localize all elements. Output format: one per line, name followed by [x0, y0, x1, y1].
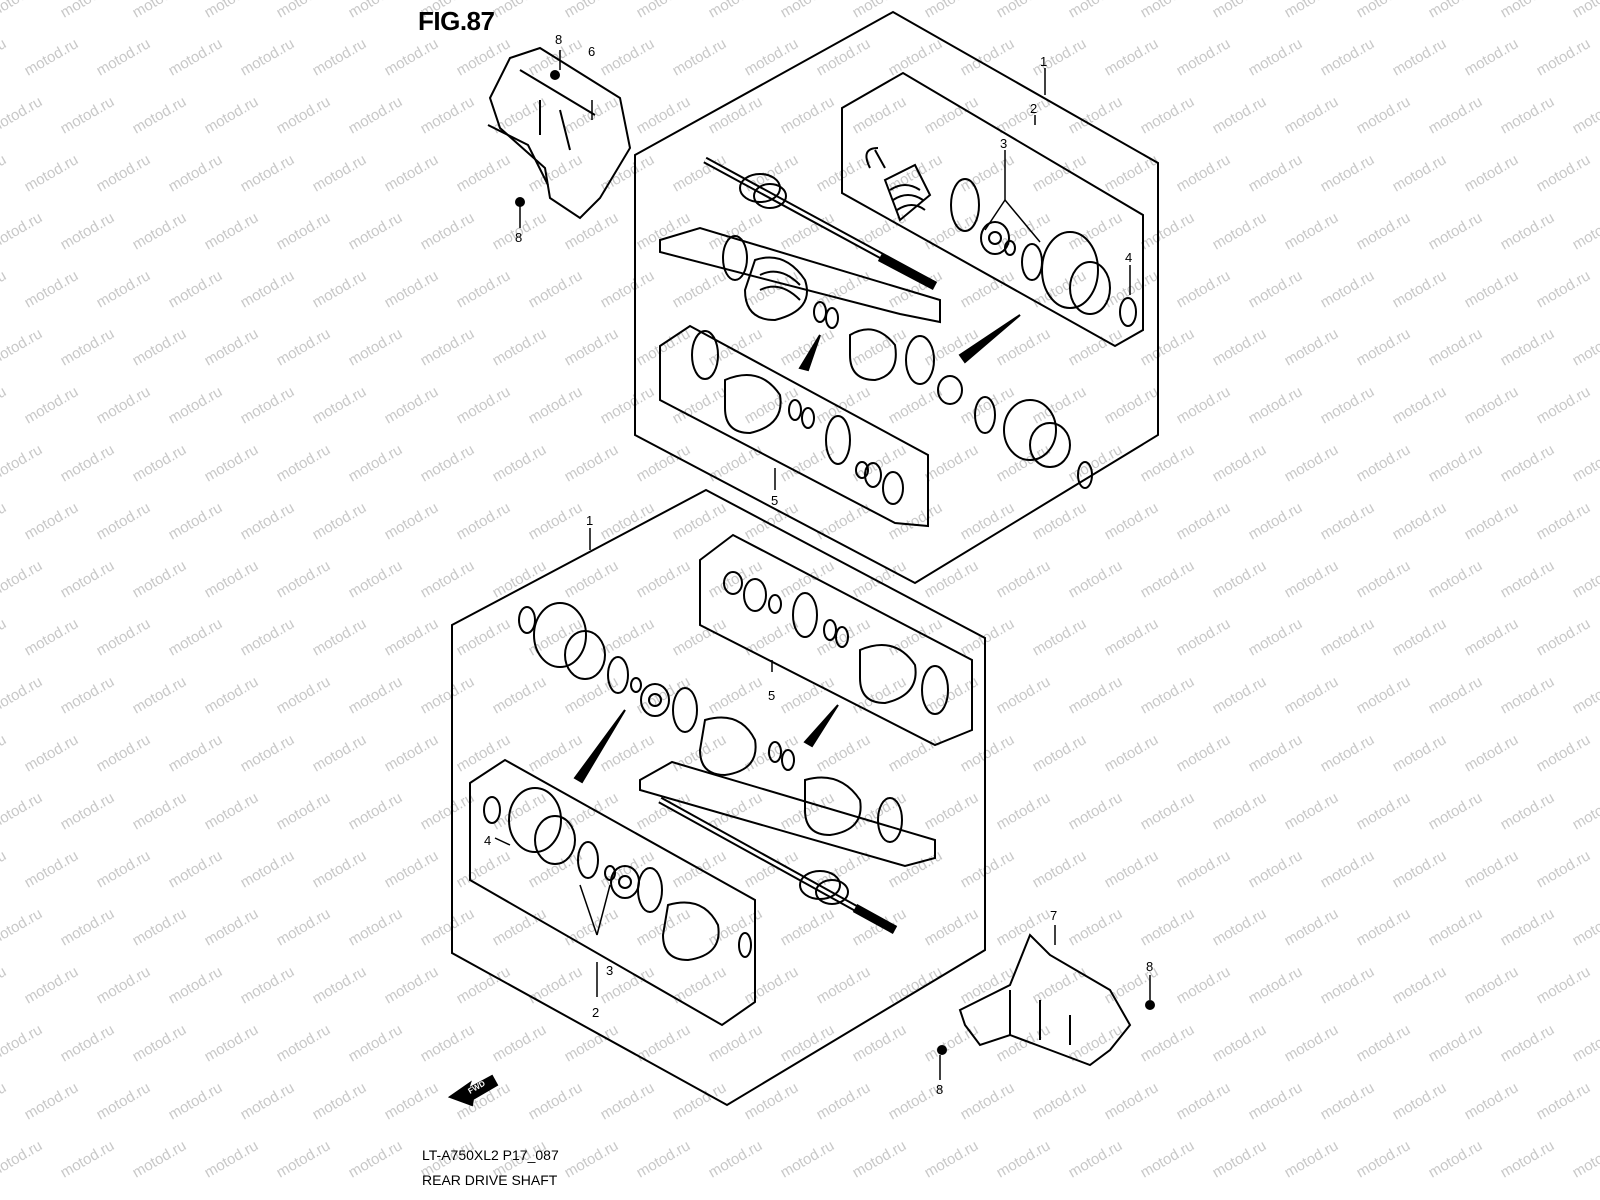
lower-subgroup-2-frame: [469, 758, 756, 1027]
callout-3-lower: 3: [606, 963, 613, 978]
leader-lines: [494, 50, 1151, 1080]
upper-assembly-frame: [634, 10, 1159, 585]
lower-shaft-guard: [937, 933, 1155, 1067]
lower-arrow-b: [803, 704, 839, 748]
lower-drive-shaft: [658, 796, 898, 934]
lower-arrow-a: [573, 709, 626, 784]
upper-inner-joint: [865, 147, 1137, 327]
callout-4-upper: 4: [1125, 250, 1132, 265]
fwd-arrow-icon: FWD: [447, 1074, 499, 1107]
callout-8-lower-right: 8: [1146, 959, 1153, 974]
upper-arrow-b: [798, 334, 821, 372]
callout-1-lower: 1: [586, 513, 593, 528]
callout-5-upper: 5: [771, 493, 778, 508]
upper-drive-shaft: [703, 156, 938, 290]
callout-2-upper: 2: [1030, 101, 1037, 116]
callout-8-lower-left: 8: [936, 1082, 943, 1097]
lower-subgroup-5-frame: [699, 533, 973, 747]
callout-3-upper: 3: [1000, 136, 1007, 151]
callout-5-lower: 5: [768, 688, 775, 703]
callout-6: 6: [588, 44, 595, 59]
figure-name: REAR DRIVE SHAFT: [422, 1172, 558, 1188]
upper-subgroup-5-frame: [659, 324, 929, 528]
lower-boot-panel: [639, 760, 936, 868]
upper-arrow-a: [958, 314, 1021, 364]
figure-title: FIG.87: [418, 6, 495, 36]
upper-boot-panel: [659, 226, 941, 324]
callout-2-lower: 2: [592, 1005, 599, 1020]
upper-outer-joint: [722, 235, 1093, 489]
upper-subgroup-2-frame: [841, 71, 1144, 348]
upper-boot-kit: [691, 330, 904, 505]
lower-assembly-frame: [451, 488, 986, 1107]
callouts: 1 2 3 4 5 6 8 8 1 2 3 4 5 7 8 8: [484, 32, 1153, 1097]
callout-1-upper: 1: [1040, 54, 1047, 69]
upper-shaft-guard: [487, 46, 632, 220]
lower-boot-kit: [723, 571, 949, 715]
lower-inner-joint: [518, 602, 903, 843]
callout-8-upper-bottom: 8: [515, 230, 522, 245]
callout-7: 7: [1050, 908, 1057, 923]
callout-4-lower: 4: [484, 833, 491, 848]
callout-8-upper-top: 8: [555, 32, 562, 47]
lower-outer-joint: [483, 787, 752, 962]
model-code: LT-A750XL2 P17_087: [422, 1147, 559, 1163]
